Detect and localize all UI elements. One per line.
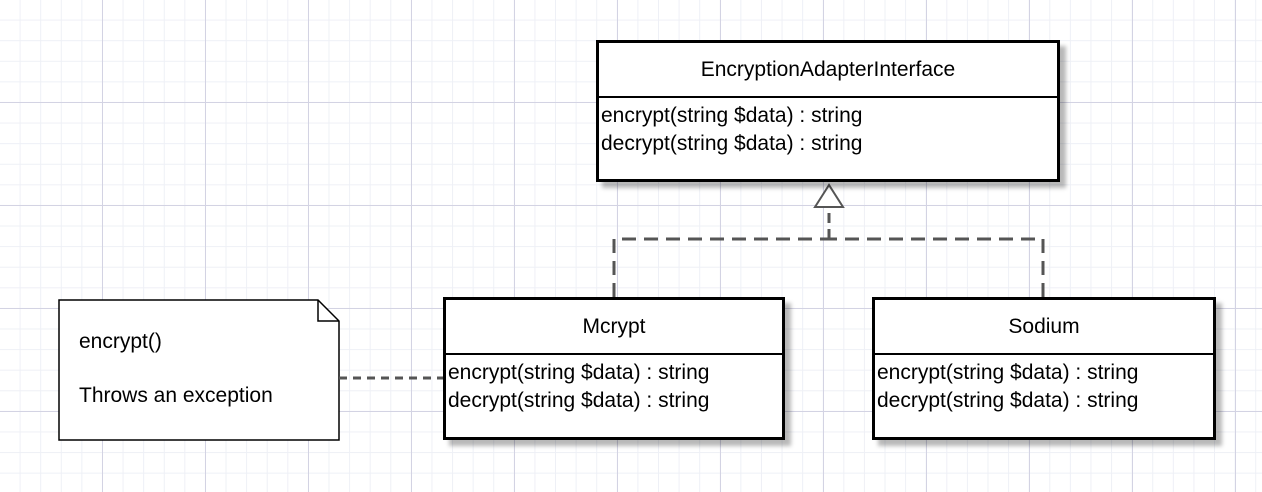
realization-line-sodium[interactable]	[829, 237, 1045, 297]
operation-decrypt: decrypt(string $data) : string	[601, 132, 863, 155]
realization-line-mcrypt[interactable]	[612, 237, 829, 297]
class-name: EncryptionAdapterInterface	[599, 43, 1057, 98]
class-operations: encrypt(string $data) : string decrypt(s…	[599, 98, 1057, 158]
class-sodium[interactable]: Sodium encrypt(string $data) : string de…	[872, 297, 1216, 440]
class-encryption-adapter-interface[interactable]: EncryptionAdapterInterface encrypt(strin…	[596, 40, 1060, 182]
operation-encrypt: encrypt(string $data) : string	[448, 361, 710, 384]
operation-decrypt: decrypt(string $data) : string	[877, 389, 1139, 412]
class-operations: encrypt(string $data) : string decrypt(s…	[446, 355, 782, 415]
realization-arrowhead-icon	[813, 183, 845, 208]
operation-decrypt: decrypt(string $data) : string	[448, 389, 710, 412]
class-mcrypt[interactable]: Mcrypt encrypt(string $data) : string de…	[443, 297, 785, 440]
class-name: Mcrypt	[446, 300, 782, 355]
operation-encrypt: encrypt(string $data) : string	[877, 361, 1139, 384]
note: encrypt() Throws an exception	[79, 328, 273, 409]
note-body: Throws an exception	[79, 384, 273, 407]
note-fold	[317, 300, 339, 322]
class-operations: encrypt(string $data) : string decrypt(s…	[875, 355, 1213, 415]
note-title: encrypt()	[79, 330, 162, 353]
class-name: Sodium	[875, 300, 1213, 355]
operation-encrypt: encrypt(string $data) : string	[601, 104, 863, 127]
